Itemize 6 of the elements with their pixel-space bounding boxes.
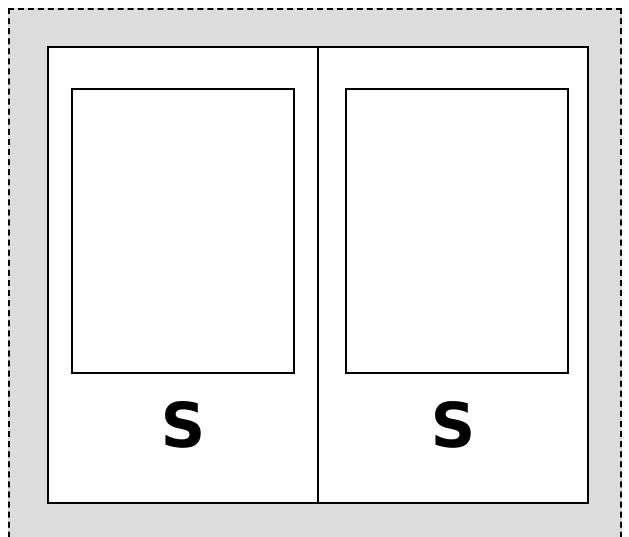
empty-frame [71,88,295,374]
outer-box [47,46,589,504]
panel-letter: S [430,393,476,459]
dashed-frame [8,8,622,537]
panel-letter: S [160,393,206,459]
empty-frame [345,88,569,374]
